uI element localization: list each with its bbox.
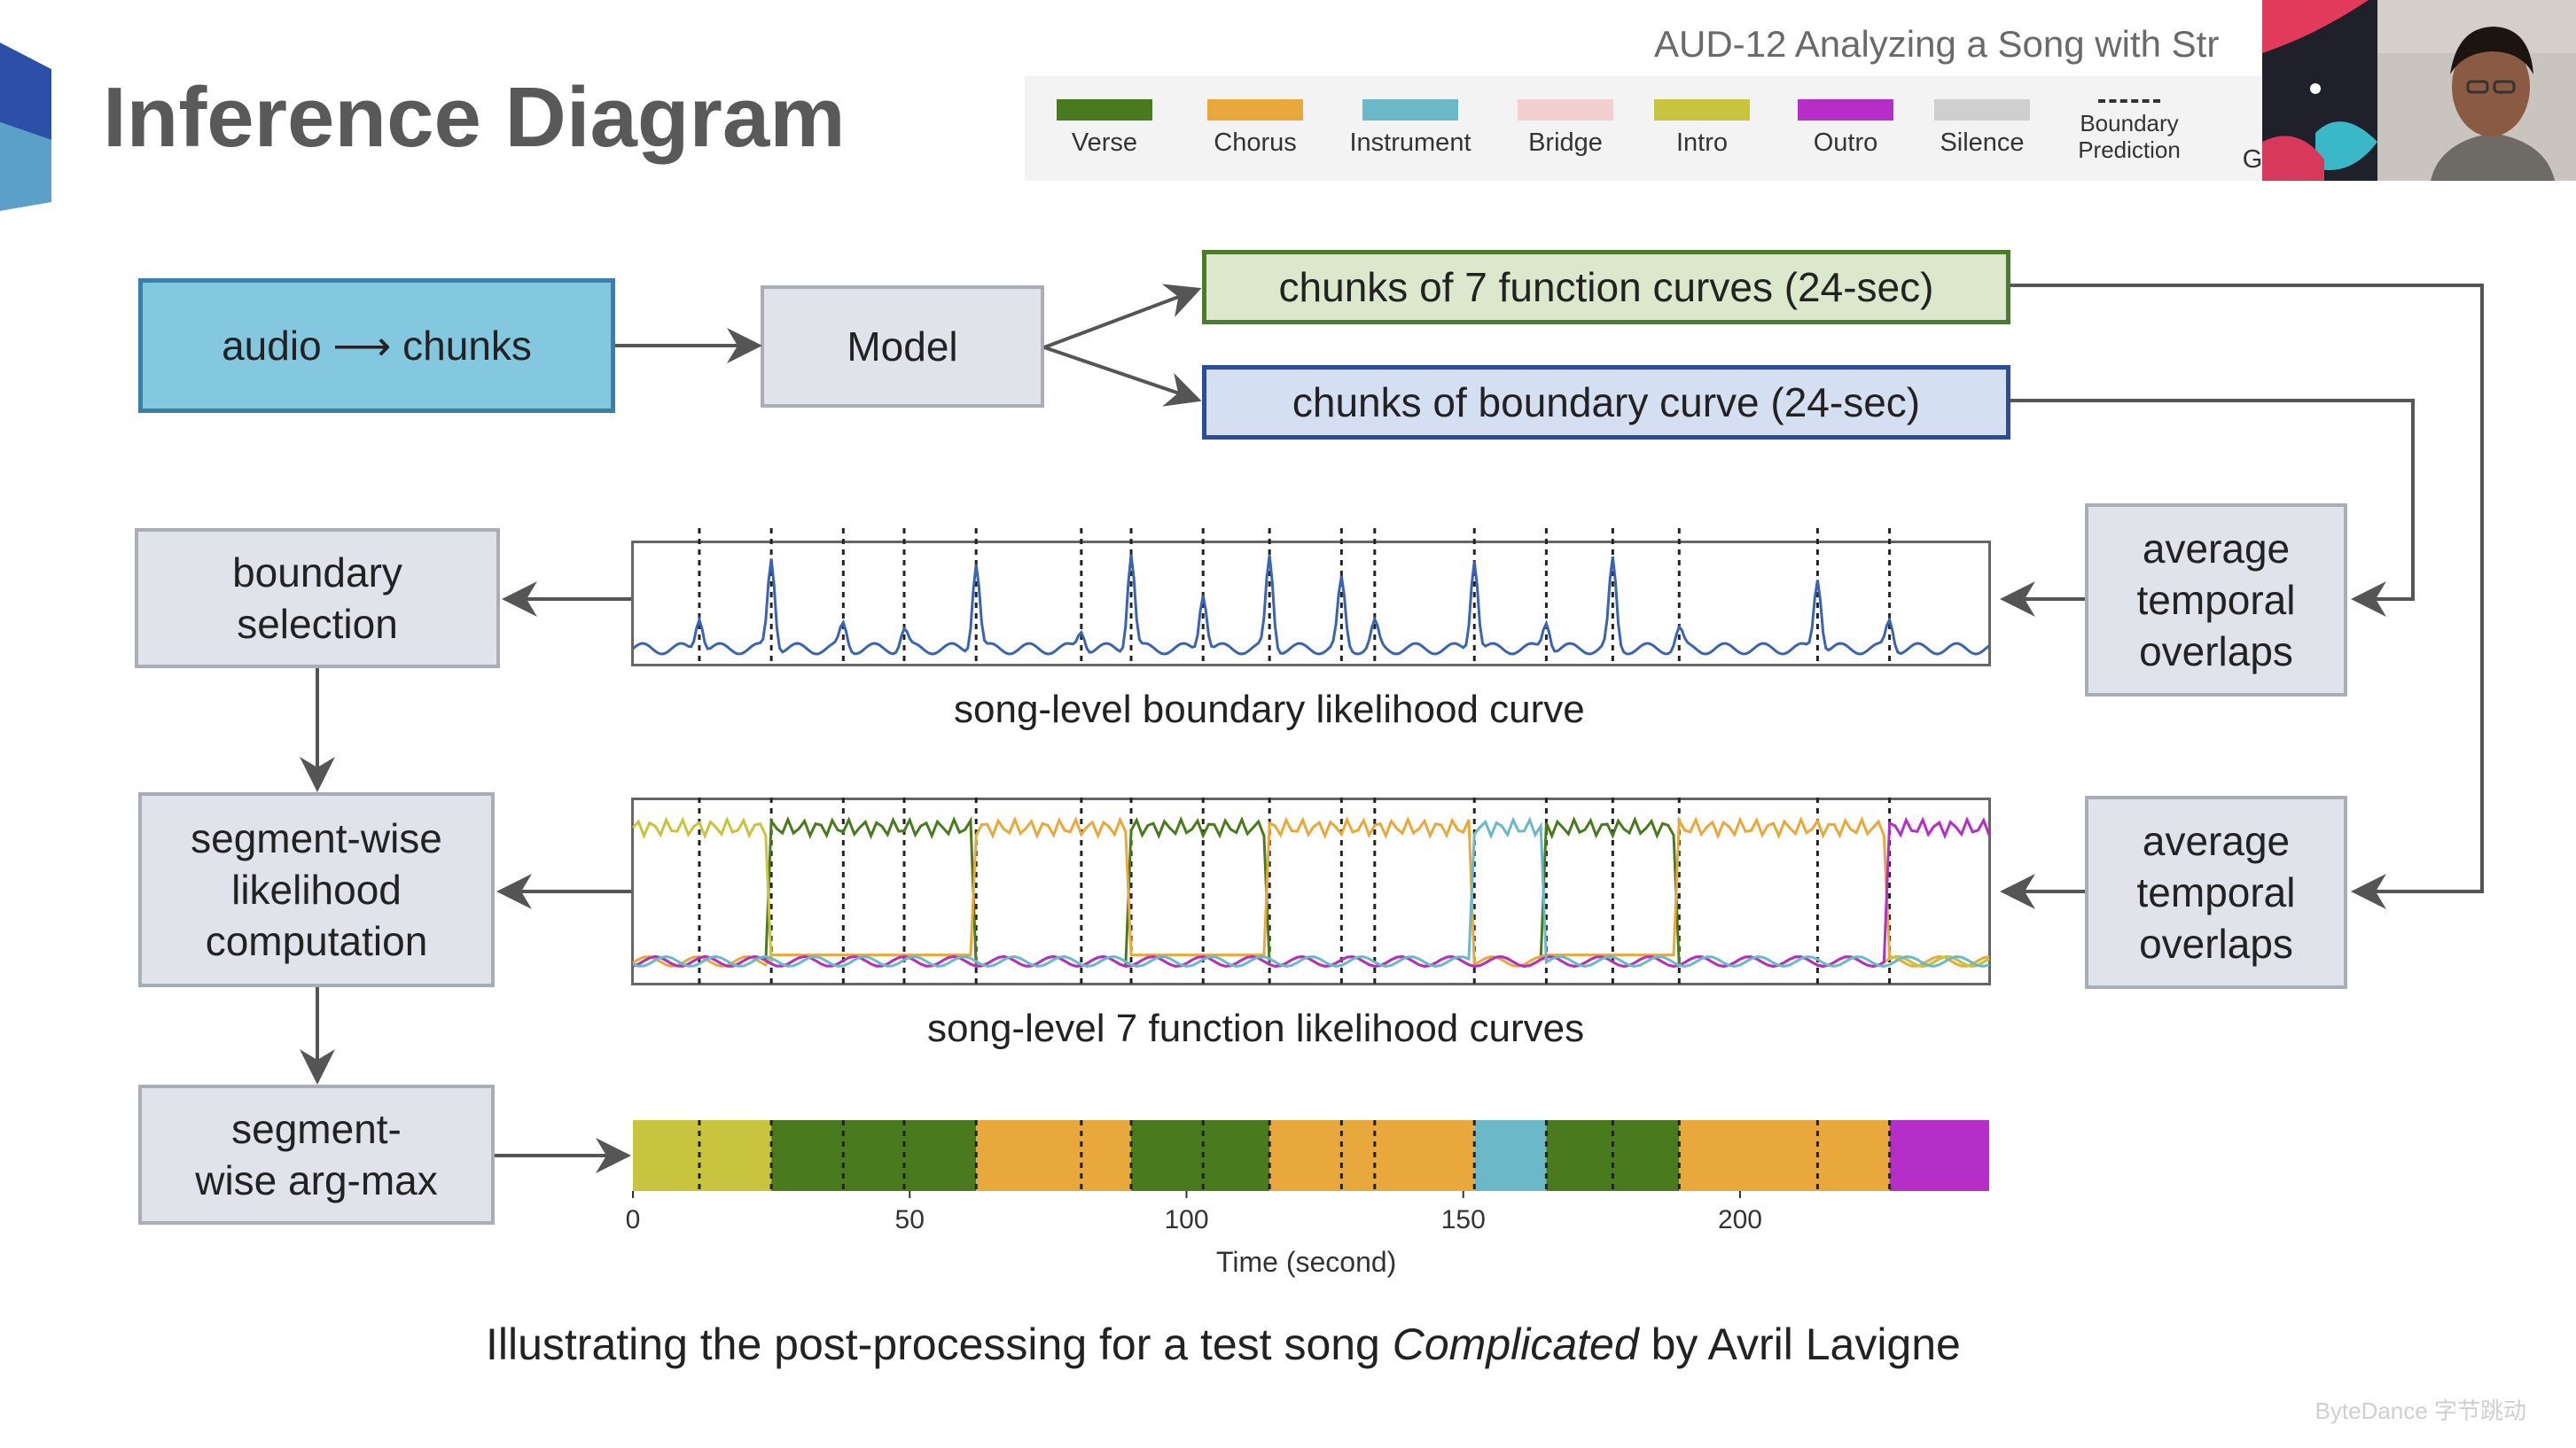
argmax-box: segment-wise arg-max	[138, 1085, 495, 1225]
box-label: segment-wise arg-max	[195, 1106, 438, 1203]
legend-label: Boundary Prediction	[2078, 110, 2181, 163]
x-tick-label: 0	[625, 1205, 641, 1234]
caption-song: Complicated	[1392, 1320, 1639, 1369]
caption-suffix: by Avril Lavigne	[1638, 1320, 1961, 1369]
legend-label: Silence	[1940, 128, 2025, 157]
watermark: ByteDance 字节跳动	[2314, 1397, 2526, 1424]
time-axis	[632, 1191, 1741, 1198]
figure-caption: Illustrating the post-processing for a t…	[486, 1319, 1961, 1370]
legend-item-chorus: Chorus	[1193, 76, 1317, 158]
segment-chorus	[1679, 1120, 1890, 1191]
segment-chorus	[1269, 1120, 1475, 1191]
legend-label: Intro	[1675, 128, 1729, 157]
box-label: segment-wise likelihood computation	[191, 815, 442, 964]
x-tick-label: 50	[894, 1205, 925, 1234]
box-label: chunks of boundary curve (24-sec)	[1292, 379, 1921, 425]
legend-swatch	[1934, 99, 2030, 121]
function-curve-outro	[632, 816, 1991, 969]
legend-item-outro: Outro	[1784, 76, 1908, 158]
legend-swatch	[1518, 99, 1613, 121]
box-label: boundary selection	[232, 549, 402, 647]
legend-item-intro: Intro	[1640, 76, 1764, 158]
x-tick-label: 100	[1164, 1205, 1209, 1234]
function-curves-chunks-box: chunks of 7 function curves (24-sec)	[1202, 250, 2010, 324]
segment-outro	[1889, 1120, 1989, 1191]
segment-instrument	[1474, 1120, 1547, 1191]
likelihood-curves	[631, 554, 1991, 969]
legend-item-truncated: G	[2239, 145, 2266, 175]
legend-label: Instrument	[1349, 128, 1471, 157]
function-curve-verse	[632, 815, 1990, 969]
box-label: average temporal overlaps	[2136, 818, 2296, 967]
x-tick-label: 150	[1440, 1205, 1486, 1234]
x-axis-label: Time (second)	[1216, 1246, 1397, 1278]
legend-swatch	[1057, 99, 1152, 121]
legend-label: G	[2242, 145, 2263, 174]
talk-title: AUD-12 Analyzing a Song with Str	[1654, 23, 2220, 65]
box-label: chunks of 7 function curves (24-sec)	[1278, 264, 1934, 310]
arrow-boundary-to-avg1	[2010, 399, 2415, 617]
caption-prefix: Illustrating the post-processing for a t…	[486, 1320, 1393, 1369]
legend-item-instrument: Instrument	[1335, 76, 1486, 158]
flow-arrows	[300, 284, 2484, 1173]
average-temporal-overlaps-box-1: average temporal overlaps	[2085, 503, 2347, 697]
segment-intro	[633, 1120, 772, 1191]
legend: Verse Chorus Instrument Bridge Intro Out…	[1025, 76, 2266, 181]
segment-chorus	[976, 1120, 1132, 1191]
legend-item-boundary: Boundary Prediction	[2067, 76, 2191, 163]
legend-swatch	[1798, 99, 1893, 121]
legend-label: Chorus	[1214, 128, 1297, 157]
legend-label: Bridge	[1528, 128, 1603, 157]
legend-label: Verse	[1071, 128, 1138, 157]
boundary-likelihood-plot	[631, 541, 1991, 666]
segment-bar	[633, 1120, 1989, 1191]
boundary-selection-box: boundary selection	[135, 528, 500, 668]
function-curves-caption: song-level 7 function likelihood curves	[927, 1007, 1585, 1050]
function-curve-chorus	[632, 815, 1990, 968]
arrow-function-to-avg2	[2010, 284, 2484, 909]
boundary-lines	[698, 528, 1892, 1191]
boundary-curve-caption: song-level boundary likelihood curve	[954, 688, 1585, 731]
segment-verse	[1131, 1120, 1270, 1191]
logo-icon	[0, 43, 51, 211]
slide-title: Inference Diagram	[103, 70, 846, 165]
segment-likelihood-box: segment-wise likelihood computation	[138, 792, 495, 987]
legend-item-bridge: Bridge	[1503, 76, 1628, 158]
segment-verse	[771, 1120, 977, 1191]
legend-swatch	[1207, 99, 1303, 121]
legend-swatch	[1362, 99, 1458, 121]
average-temporal-overlaps-box-2: average temporal overlaps	[2085, 796, 2347, 989]
function-curve-intro	[631, 816, 1990, 969]
boundary-likelihood-curve	[632, 554, 1990, 656]
arrow-model-to-boundary	[1043, 346, 1202, 407]
x-tick-label: 200	[1717, 1205, 1762, 1234]
legend-dash	[2098, 99, 2160, 103]
function-curve-instrument	[632, 816, 1990, 969]
legend-item-silence: Silence	[1920, 76, 2044, 158]
box-label: Model	[847, 323, 958, 370]
legend-label: Outro	[1813, 128, 1878, 157]
legend-item-verse: Verse	[1042, 76, 1167, 158]
arrow-model-to-function	[1043, 284, 1202, 349]
webcam-video	[2262, 0, 2576, 181]
boundary-curve-chunks-box: chunks of boundary curve (24-sec)	[1202, 365, 2010, 440]
legend-swatch	[1654, 99, 1750, 121]
box-label: average temporal overlaps	[2136, 525, 2296, 674]
model-box: Model	[761, 285, 1044, 408]
audio-chunks-box: audio ⟶ chunks	[138, 278, 615, 413]
box-label: audio ⟶ chunks	[222, 323, 532, 369]
